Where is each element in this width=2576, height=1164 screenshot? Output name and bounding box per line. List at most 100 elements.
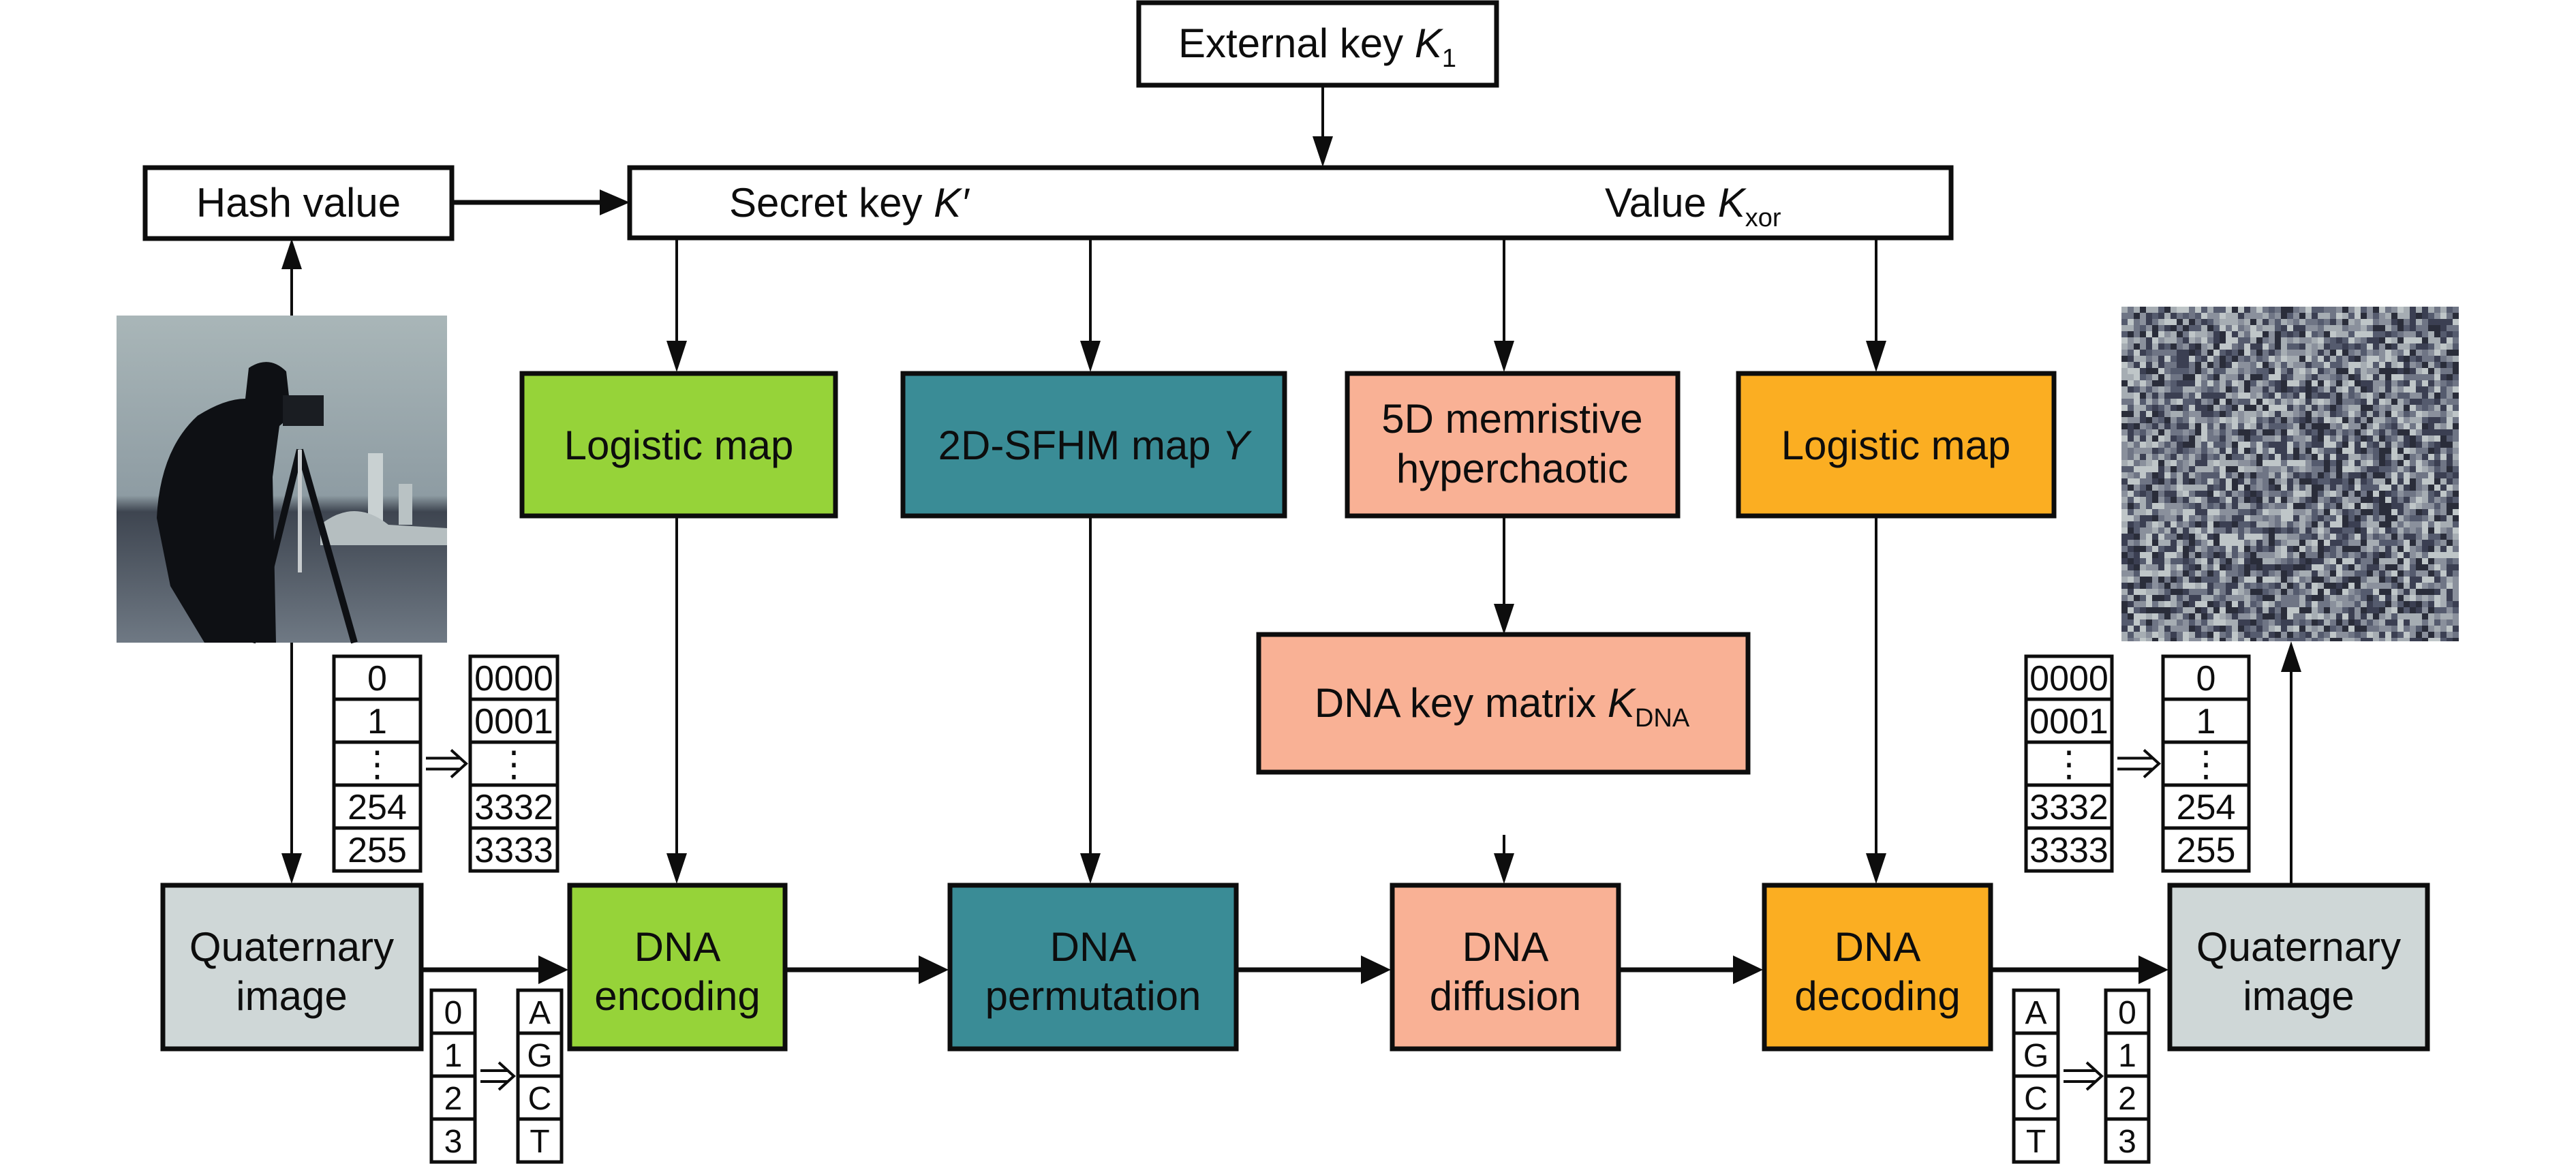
logistic-map-1-box — [519, 371, 838, 519]
table-cell-text: 3 — [444, 1124, 463, 1160]
double-arrow-icon — [2064, 1061, 2104, 1091]
tripod-leg — [296, 448, 358, 644]
table-cell-text: ⋮ — [496, 745, 532, 784]
dna-key-matrix-label: DNA key matrix KDNA — [1315, 680, 1690, 733]
table-cell-text: 0 — [2118, 995, 2136, 1031]
plain-image — [117, 316, 447, 644]
table-cell-left — [2012, 1117, 2060, 1164]
arrowhead-down — [666, 341, 687, 372]
table-cell-left — [2024, 654, 2114, 701]
table-cell-right — [2161, 654, 2251, 701]
arrowhead-down — [1866, 341, 1886, 372]
table-cell-text: C — [2024, 1081, 2048, 1117]
table-cell-text: 3 — [2118, 1124, 2136, 1160]
table-cell-text: 0 — [2196, 659, 2216, 699]
dna-decoding-box — [1762, 883, 1993, 1052]
photographer-silhouette — [157, 362, 290, 643]
table-cell-right — [2104, 1117, 2151, 1164]
table-cell-left — [332, 826, 423, 873]
dna-key-matrix-node: DNA key matrix KDNA — [1256, 632, 1751, 775]
secret-key-label: Secret key K′ — [729, 180, 970, 226]
quaternary-out-line1: Quaternary — [2196, 924, 2401, 970]
table-cell-text: 1 — [2196, 702, 2216, 741]
table-cell-text: 0001 — [2029, 702, 2109, 741]
memristive-label-line1: 5D memristive — [1381, 396, 1642, 442]
arrowhead-right — [1361, 955, 1391, 984]
hash-value-box — [142, 165, 455, 241]
dna-permutation-box — [947, 883, 1239, 1052]
hash-value-label: Hash value — [196, 180, 401, 226]
dna-permutation-node: DNA permutation — [947, 883, 1239, 1052]
arrowhead-down — [1313, 136, 1333, 167]
arrowhead-down — [1494, 604, 1514, 634]
table-cell-left — [429, 1117, 477, 1164]
arrowhead-up — [281, 239, 302, 269]
table-cell-left — [332, 740, 423, 787]
table-cell-right — [468, 654, 559, 701]
table-cell-text: 2 — [444, 1081, 463, 1117]
table-cell-right — [468, 826, 559, 873]
arrowhead-right — [1733, 955, 1763, 984]
dna-key-matrix-box — [1256, 632, 1751, 775]
arrowhead-right — [538, 955, 568, 984]
table-cell-text: 2 — [2118, 1081, 2136, 1117]
lookup-tables: 01⋮25425500000001⋮333233330123AGCT000000… — [332, 654, 2251, 1164]
table-cell-text: 3332 — [474, 788, 553, 827]
quaternary-in-line2: image — [236, 973, 347, 1019]
arrowhead-down — [1494, 341, 1514, 372]
quaternary-in-box — [160, 883, 424, 1052]
double-arrow-icon — [426, 749, 468, 778]
table-cell-text: 254 — [2177, 788, 2236, 827]
table-cell-text: 1 — [444, 1038, 463, 1074]
dna-diffusion-node: DNA diffusion — [1390, 883, 1621, 1052]
arrowhead-down — [1080, 853, 1101, 884]
arrowhead-down — [666, 853, 687, 884]
dna-decoding-line1: DNA — [1835, 924, 1921, 970]
logistic-map-1-node: Logistic map — [519, 371, 838, 519]
dna-decoding-line2: decoding — [1794, 973, 1961, 1019]
table-cell-text: G — [2023, 1038, 2049, 1074]
table-cell-right — [2161, 697, 2251, 744]
external-key-label: External key K1 — [1178, 20, 1456, 73]
sfhm-map-node: 2D-SFHM map Y — [900, 371, 1287, 519]
tripod-leg — [249, 448, 303, 644]
table-cell-text: T — [530, 1124, 549, 1160]
table-cell-text: 0000 — [474, 659, 553, 699]
dna-diffusion-line2: diffusion — [1430, 973, 1581, 1019]
double-arrow-icon — [480, 1061, 516, 1091]
value-kxor-label: Value Kxor — [1605, 180, 1781, 232]
dna-diffusion-line1: DNA — [1462, 924, 1549, 970]
external-key-box — [1136, 0, 1499, 88]
table-cell-text: 0001 — [474, 702, 553, 741]
table-cell-text: 0 — [367, 659, 387, 699]
dna-permutation-line2: permutation — [985, 973, 1201, 1019]
building-shape — [320, 511, 447, 545]
sfhm-map-box — [900, 371, 1287, 519]
table-cell-text: ⋮ — [2188, 745, 2224, 784]
quaternary-out-node: Quaternary image — [2167, 883, 2430, 1052]
cipher-image — [2121, 307, 2459, 641]
dna-diffusion-box — [1390, 883, 1621, 1052]
table-cell-text: A — [2025, 995, 2046, 1031]
quaternary-out-line2: image — [2243, 973, 2354, 1019]
table-cell-left — [2024, 826, 2114, 873]
table-cell-left — [2024, 740, 2114, 787]
memristive-box — [1345, 371, 1681, 519]
connectors — [281, 85, 2301, 984]
cipher-noise — [2121, 307, 2459, 641]
camera-shape — [283, 395, 324, 426]
memristive-node: 5D memristive hyperchaotic — [1345, 371, 1681, 519]
table-cell-text: ⋮ — [2051, 745, 2087, 784]
quaternary-in-node: Quaternary image — [160, 883, 424, 1052]
secret-key-node: Secret key K′ Value Kxor — [627, 165, 1954, 241]
table-cell-left — [2024, 697, 2114, 744]
table-cell-text: 3333 — [474, 831, 553, 870]
table-cell-text: 254 — [348, 788, 407, 827]
dna-encoding-line2: encoding — [594, 973, 761, 1019]
dna-encoding-box — [567, 883, 788, 1052]
